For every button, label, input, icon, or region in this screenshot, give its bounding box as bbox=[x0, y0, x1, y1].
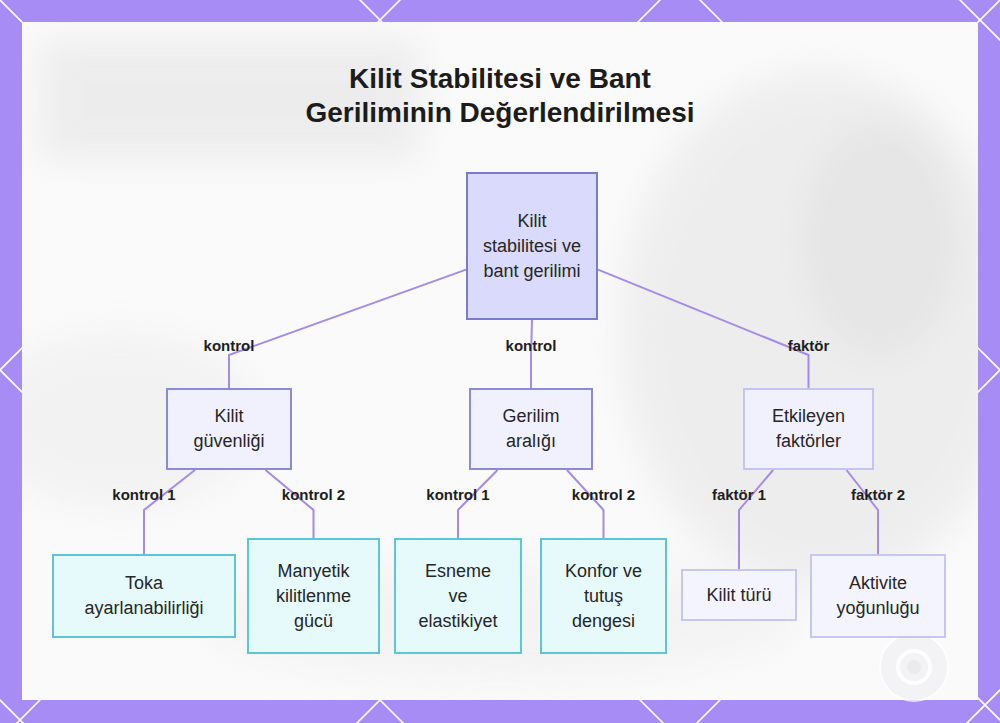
edge-label: kontrol 1 bbox=[426, 486, 489, 503]
connector-line bbox=[229, 270, 466, 388]
node-label: Toka ayarlanabilirliği bbox=[70, 571, 218, 621]
concept-box: Kilit stabilitesi ve bant gerilimi bbox=[466, 172, 598, 320]
node-label: Kilit türü bbox=[706, 583, 771, 608]
edge-label: kontrol 2 bbox=[282, 486, 345, 503]
concept-box: Kilit türü bbox=[681, 569, 797, 621]
connector-line bbox=[567, 470, 604, 538]
edge-label: kontrol 1 bbox=[112, 486, 175, 503]
edge-label: kontrol bbox=[506, 337, 557, 354]
node-label: Konfor ve tutuş dengesi bbox=[563, 559, 644, 634]
connector-line bbox=[266, 470, 314, 538]
node-label: Kilit güvenliği bbox=[180, 404, 278, 454]
faded-photo bbox=[22, 40, 978, 680]
concept-box: Etkileyen faktörler bbox=[743, 388, 874, 470]
connector-line bbox=[531, 320, 532, 388]
concept-box: Esneme ve elastikiyet bbox=[394, 538, 522, 654]
edge-label: faktör 1 bbox=[712, 486, 766, 503]
concept-box: Gerilim aralığı bbox=[469, 388, 593, 470]
connector-line bbox=[846, 470, 878, 554]
connector-line bbox=[458, 470, 498, 538]
connector-line bbox=[144, 470, 195, 554]
node-label: Gerilim aralığı bbox=[483, 404, 579, 454]
diagram-title: Kilit Stabilitesi ve Bant Geriliminin De… bbox=[280, 62, 720, 130]
node-label: Aktivite yoğunluğu bbox=[824, 571, 932, 621]
logo-mark bbox=[880, 633, 948, 701]
concept-box: Kilit güvenliği bbox=[166, 388, 292, 470]
edge-label: kontrol bbox=[204, 337, 255, 354]
concept-box: Manyetik kilitlenme gücü bbox=[247, 538, 380, 654]
edge-label: faktör bbox=[788, 337, 830, 354]
node-label: Kilit stabilitesi ve bant gerilimi bbox=[482, 209, 582, 284]
node-label: Manyetik kilitlenme gücü bbox=[259, 559, 368, 634]
edge-label: faktör 2 bbox=[851, 486, 905, 503]
node-label: Etkileyen faktörler bbox=[755, 404, 862, 454]
node-label: Esneme ve elastikiyet bbox=[418, 559, 498, 634]
concept-box: Aktivite yoğunluğu bbox=[810, 554, 946, 638]
concept-box: Toka ayarlanabilirliği bbox=[52, 554, 236, 638]
edge-label: kontrol 2 bbox=[572, 486, 635, 503]
concept-box: Konfor ve tutuş dengesi bbox=[540, 538, 667, 654]
connector-line bbox=[739, 470, 773, 569]
connector-line bbox=[598, 270, 809, 388]
